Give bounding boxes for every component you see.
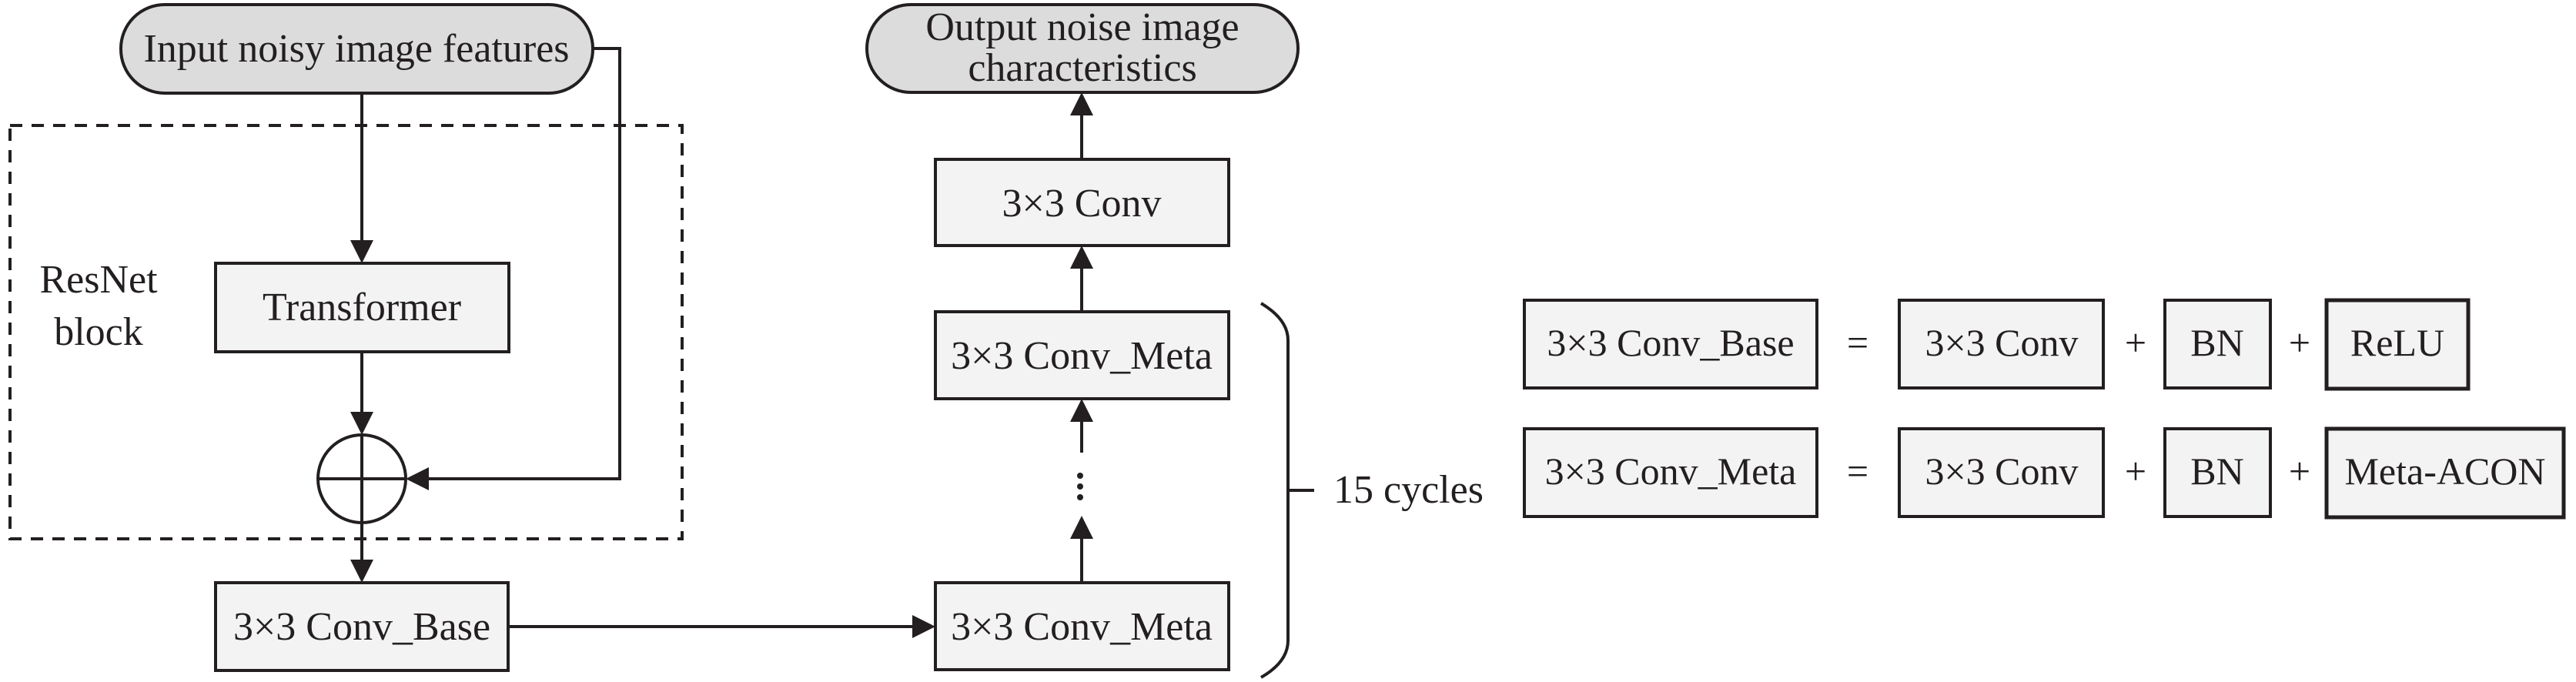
vertical-ellipsis-icon <box>1077 473 1083 500</box>
legend-conv-base-lhs: 3×3 Conv_Base <box>1547 321 1794 364</box>
resnet-block-boundary <box>8 124 684 540</box>
arrow-conv-base-to-conv-meta <box>508 615 935 638</box>
arrow-conv-meta-up-upper <box>1070 399 1093 453</box>
repeat-count-label: 15 cycles <box>1333 468 1484 512</box>
legend-bn-part: BN <box>2190 321 2243 364</box>
skip-connection-arrow <box>406 47 621 490</box>
arrow-transformer-to-add <box>350 352 373 435</box>
conv-final-block: 3×3 Conv <box>934 158 1230 247</box>
conv-meta-first-label: 3×3 Conv_Meta <box>951 605 1213 649</box>
arrow-add-to-conv-base <box>350 523 373 583</box>
arrow-conv-to-output <box>1070 92 1093 159</box>
legend-row-conv-base: 3×3 Conv_Base = 3×3 Conv + BN + ReLU <box>1523 298 2471 391</box>
legend-relu-part: ReLU <box>2350 321 2444 364</box>
conv-meta-last-label: 3×3 Conv_Meta <box>951 334 1213 378</box>
legend-plus: + <box>2289 321 2310 364</box>
input-node: Input noisy image features <box>119 3 594 95</box>
arrow-conv-meta-to-conv <box>1070 246 1093 312</box>
legend-plus: + <box>2125 321 2146 364</box>
output-node: Output noise image characteristics <box>865 3 1300 94</box>
repeat-bracket: 15 cycles <box>1260 302 1484 679</box>
resnet-block-label-line1: ResNet <box>39 258 158 302</box>
legend-equals: = <box>1847 321 1868 364</box>
conv-base-label: 3×3 Conv_Base <box>233 605 490 649</box>
legend-conv-meta-lhs: 3×3 Conv_Meta <box>1545 450 1797 493</box>
output-node-label-line2: characteristics <box>968 46 1196 90</box>
input-node-label: Input noisy image features <box>143 27 569 71</box>
transformer-block: Transformer <box>214 262 510 353</box>
conv-meta-block-first: 3×3 Conv_Meta <box>934 581 1230 671</box>
legend-plus: + <box>2125 450 2146 493</box>
plus-circle-icon <box>316 433 407 524</box>
legend-conv-part: 3×3 Conv <box>1925 450 2078 493</box>
legend-conv-part: 3×3 Conv <box>1925 321 2078 364</box>
resnet-block-label-line2: block <box>54 310 143 354</box>
conv-meta-block-last: 3×3 Conv_Meta <box>934 310 1230 400</box>
arrow-input-to-transformer <box>350 93 373 263</box>
legend-plus: + <box>2289 450 2310 493</box>
legend-row-conv-meta: 3×3 Conv_Meta = 3×3 Conv + BN + Meta-ACO… <box>1523 426 2566 520</box>
arrow-conv-meta-up-lower <box>1070 516 1093 583</box>
transformer-label: Transformer <box>263 286 461 329</box>
legend-meta-acon-part: Meta-ACON <box>2344 450 2545 493</box>
legend-bn-part: BN <box>2190 450 2243 493</box>
conv-final-label: 3×3 Conv <box>1002 182 1161 226</box>
legend-equals: = <box>1847 450 1868 493</box>
conv-base-block: 3×3 Conv_Base <box>214 581 510 672</box>
output-node-label-line1: Output noise image <box>925 5 1239 49</box>
